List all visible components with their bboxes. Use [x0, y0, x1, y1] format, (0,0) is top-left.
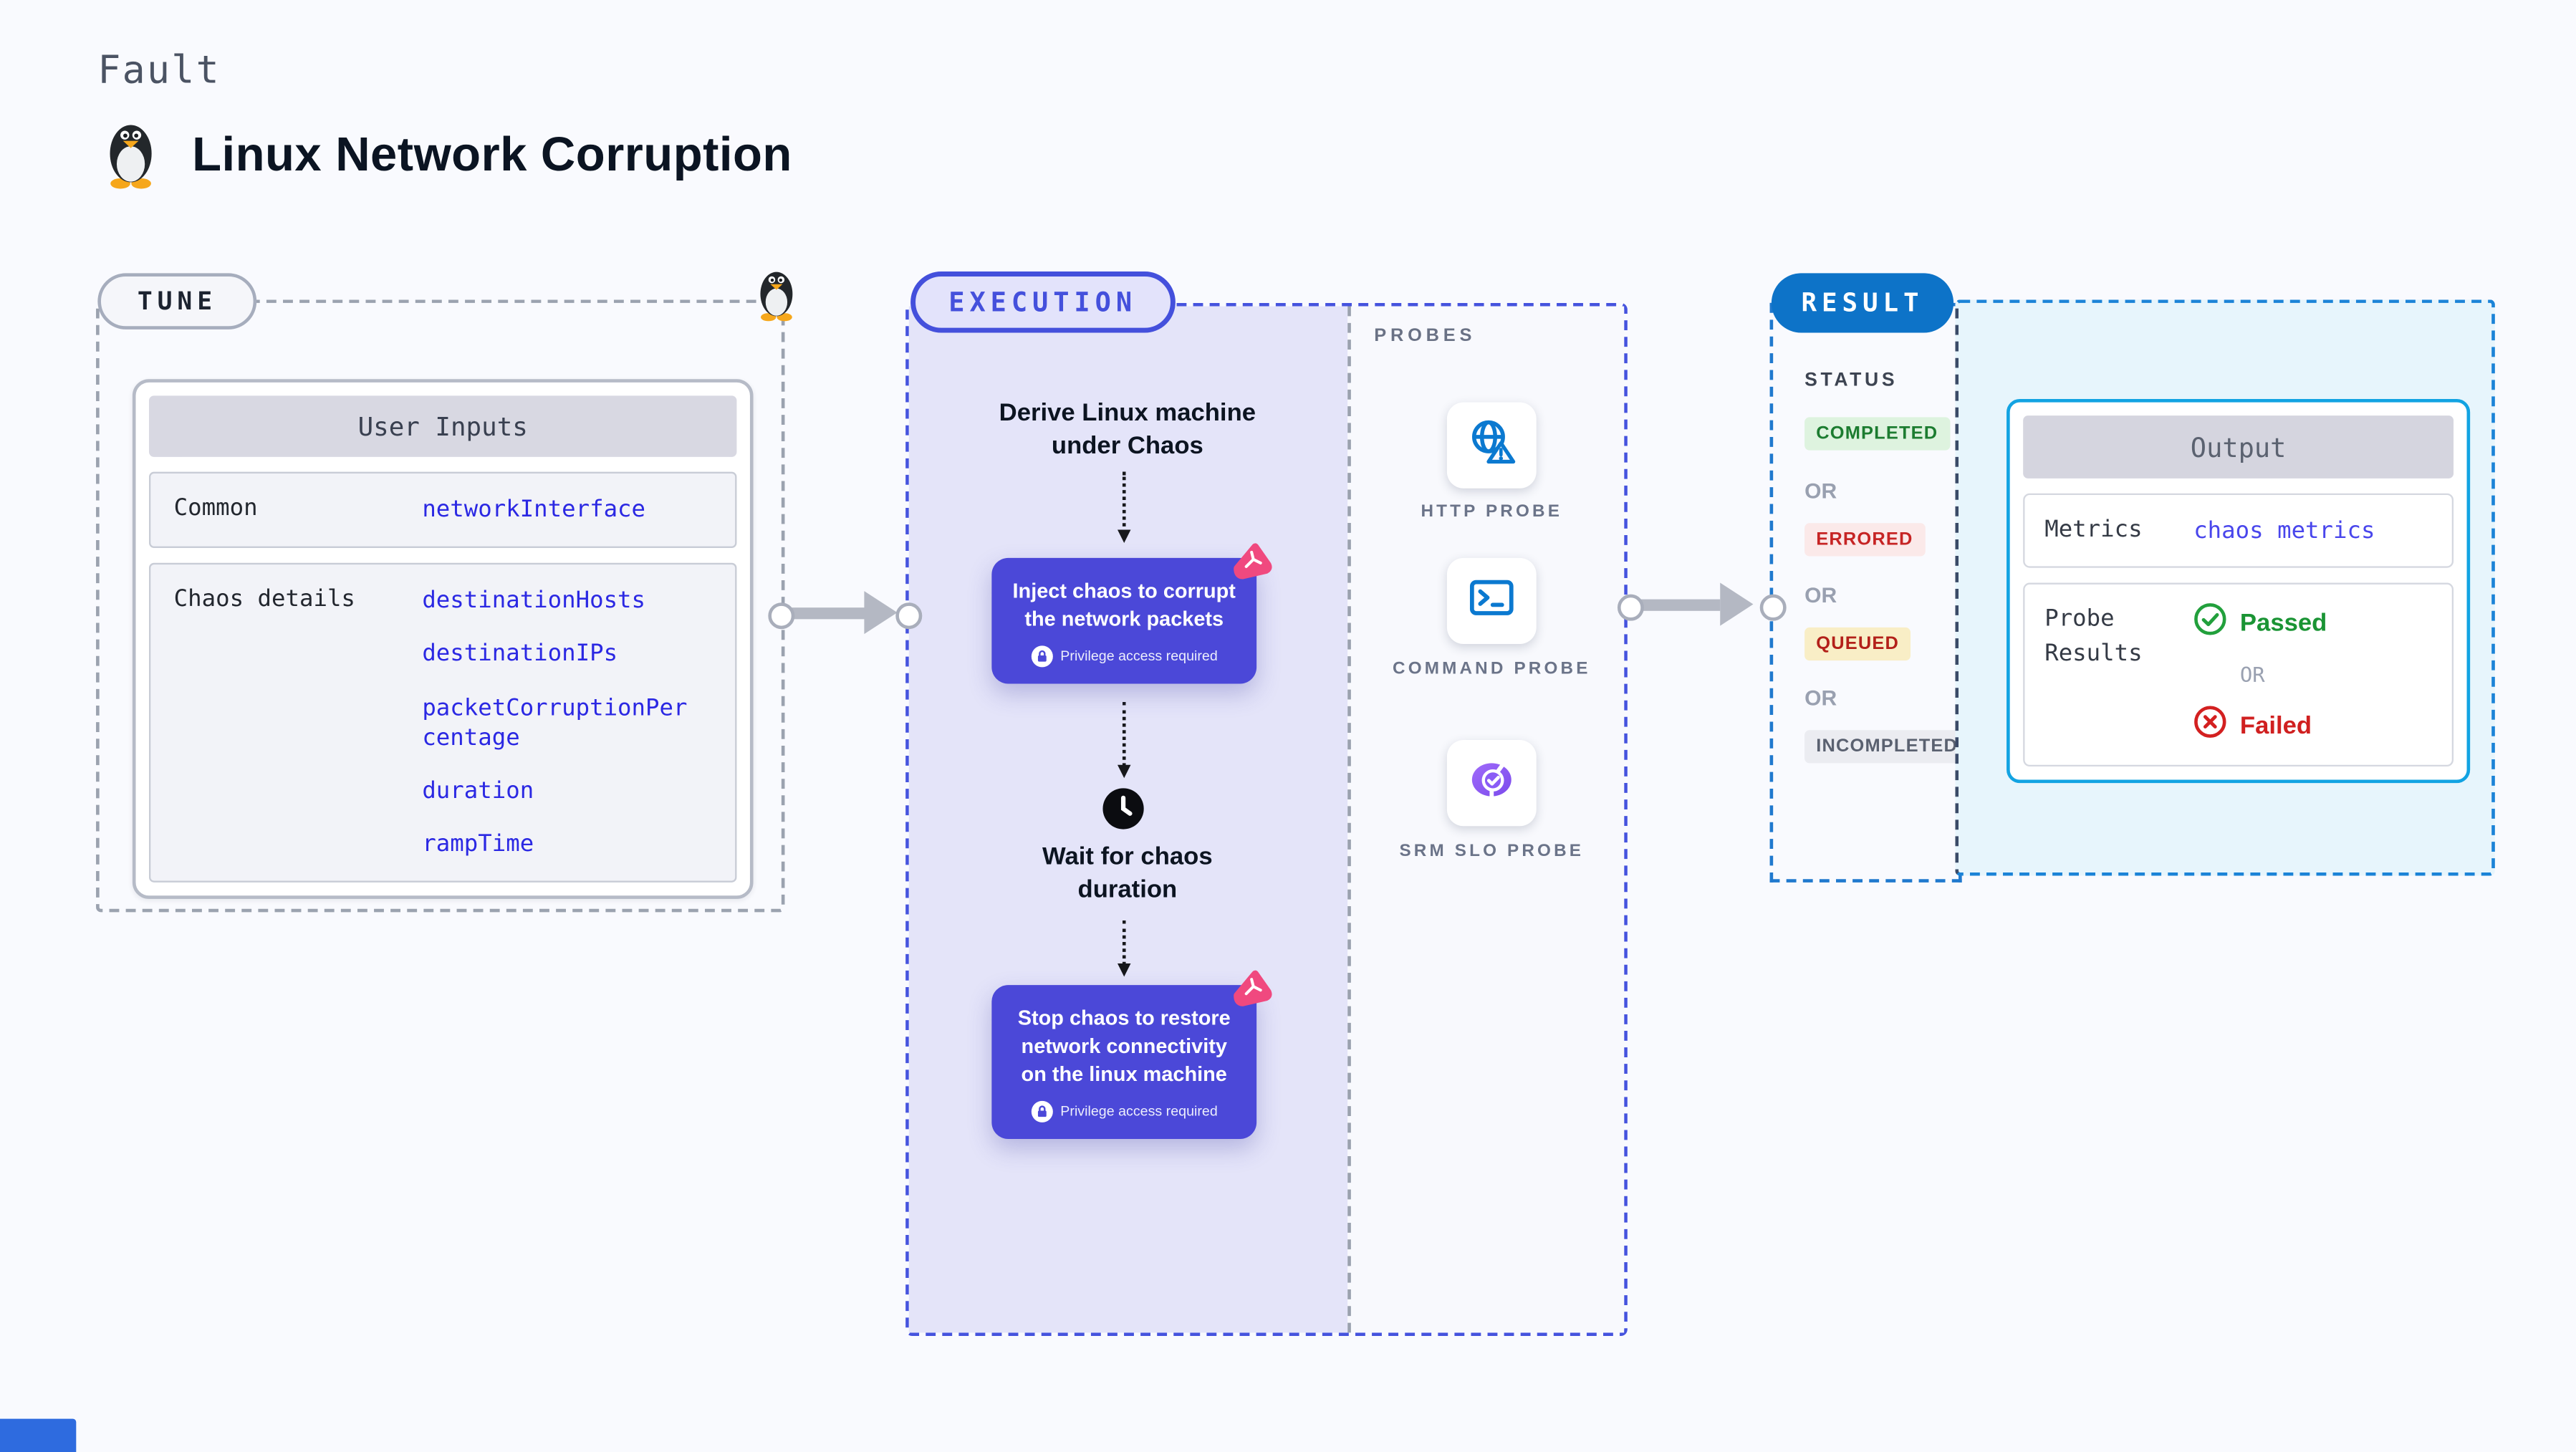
arrow-shaft — [1630, 598, 1721, 610]
x-circle-icon — [2193, 706, 2226, 747]
globe-alert-icon — [1465, 416, 1518, 474]
check-circle-icon — [2193, 602, 2226, 644]
srm-slo-probe-card — [1446, 740, 1537, 827]
inject-step-label: Inject chaos to corrupt the network pack… — [1012, 579, 1236, 631]
srm-slo-probe-label: SRM SLO PROBE — [1399, 841, 1585, 861]
param-value: networkInterface — [422, 496, 646, 524]
probe-results-label: Probe Results — [2044, 605, 2143, 668]
status-badge-errored: ERRORED — [1804, 523, 1925, 557]
connector-dot — [895, 602, 923, 630]
tux-penguin-icon — [97, 116, 163, 197]
execution-flow-panel: Derive Linux machine under Chaos Inject … — [908, 306, 1348, 1333]
chaos-experiment-icon — [1230, 967, 1273, 1019]
derive-step-label: Derive Linux machine under Chaos — [999, 398, 1256, 460]
metrics-label: Metrics — [2044, 516, 2143, 544]
flow-arrow-icon — [1117, 701, 1131, 779]
command-probe-card — [1446, 557, 1537, 645]
param-value: rampTime — [422, 831, 534, 858]
arrow-head-icon — [864, 591, 898, 635]
user-inputs-row-chaos-details: Chaos details destinationHosts destinati… — [148, 563, 737, 883]
bottom-left-partial-element — [0, 1418, 77, 1452]
output-card: Output Metrics chaos metrics Probe Resul… — [2007, 398, 2471, 784]
wait-step-label: Wait for chaos duration — [1042, 842, 1213, 903]
command-probe-label: COMMAND PROBE — [1393, 658, 1591, 679]
execution-badge: EXECUTION — [910, 271, 1176, 333]
stop-chaos-step: Stop chaos to restore network connectivi… — [991, 970, 1272, 1139]
probes-heading: PROBES — [1374, 326, 1476, 347]
privilege-note: Privilege access required — [1060, 1102, 1218, 1120]
http-probe-label: HTTP PROBE — [1421, 501, 1563, 521]
row-label: Chaos details — [173, 586, 355, 613]
tune-section: TUNE User Inputs Common networkInterface… — [96, 271, 793, 913]
output-header: Output — [2023, 415, 2454, 479]
arrow-head-icon — [1720, 582, 1754, 626]
or-separator: OR — [1804, 685, 1837, 711]
status-badge-incompleted: INCOMPLETED — [1804, 730, 1970, 764]
metrics-row: Metrics chaos metrics — [2023, 493, 2454, 568]
user-inputs-card: User Inputs Common networkInterface Chao… — [132, 379, 754, 900]
arrow-shaft — [781, 607, 868, 619]
flow-arrow-icon — [1117, 920, 1131, 977]
probe-results-values: Passed OR Failed — [2193, 602, 2327, 746]
connector-dot — [768, 602, 795, 630]
passed-label: Passed — [2239, 609, 2327, 638]
row-label: Common — [173, 495, 258, 521]
probe-results-row: Probe Results Passed OR — [2023, 582, 2454, 767]
privilege-note: Privilege access required — [1060, 648, 1218, 665]
slo-donut-check-icon — [1465, 754, 1518, 812]
tux-penguin-icon-small — [751, 265, 801, 330]
param-value: destinationHosts — [422, 587, 646, 615]
lock-icon — [1030, 1100, 1052, 1122]
failed-label: Failed — [2239, 711, 2312, 741]
result-output-section: Output Metrics chaos metrics Probe Resul… — [1955, 299, 2495, 876]
stop-step-label: Stop chaos to restore network connectivi… — [1017, 1006, 1231, 1086]
page-title: Linux Network Corruption — [192, 129, 792, 183]
param-value: packetCorruptionPercentage — [422, 694, 688, 751]
flow-arrow-icon — [1117, 471, 1131, 544]
page-title-row: Linux Network Corruption — [97, 116, 792, 197]
metrics-value: chaos metrics — [2193, 517, 2375, 544]
result-status-section: RESULT STATUS COMPLETED OR ERRORED OR QU… — [1769, 273, 1970, 883]
http-probe-card — [1446, 402, 1537, 489]
execution-section: EXECUTION Derive Linux machine under Cha… — [905, 271, 1628, 1337]
status-badge-queued: QUEUED — [1804, 627, 1911, 661]
connector-dot — [1759, 594, 1787, 621]
lock-icon — [1030, 645, 1052, 667]
chaos-experiment-icon — [1230, 539, 1273, 591]
or-separator: OR — [1804, 582, 1837, 608]
or-separator: OR — [2239, 662, 2265, 688]
status-badge-completed: COMPLETED — [1804, 417, 1950, 451]
tune-badge: TUNE — [97, 273, 257, 330]
fault-kicker: Fault — [97, 49, 221, 93]
result-badge: RESULT — [1771, 273, 1954, 333]
connector-dot — [1617, 594, 1644, 621]
or-separator: OR — [1804, 478, 1837, 504]
probes-panel: PROBES HTTP PROBE — [1347, 306, 1625, 1333]
inject-chaos-step: Inject chaos to corrupt the network pack… — [991, 543, 1272, 683]
status-heading: STATUS — [1804, 370, 1898, 391]
user-inputs-header: User Inputs — [148, 395, 737, 457]
terminal-icon — [1465, 572, 1518, 630]
user-inputs-row-common: Common networkInterface — [148, 471, 737, 549]
clock-icon — [1101, 787, 1145, 840]
param-value: destinationIPs — [422, 641, 618, 668]
param-value: duration — [422, 778, 534, 805]
